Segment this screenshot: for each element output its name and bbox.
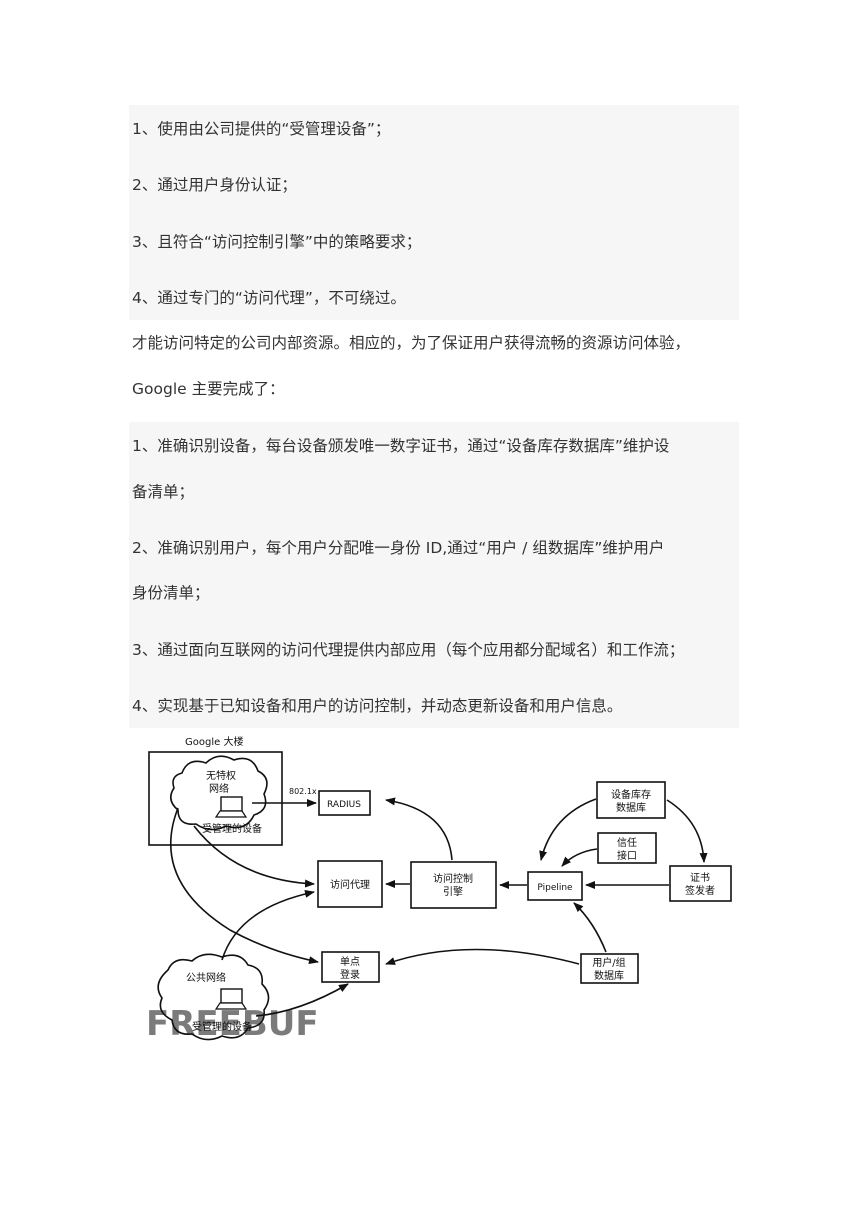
edge-building-device-sso xyxy=(170,807,319,965)
laptop-icon xyxy=(214,796,248,818)
requirement-item-3: 3、且符合“访问控制引擎”中的策略要求； xyxy=(132,233,422,251)
requirement-item-1: 1、使用由公司提供的“受管理设备”； xyxy=(132,120,391,138)
edge-building-device-proxy xyxy=(193,825,315,888)
edge-public-device-proxy xyxy=(221,889,315,961)
accomplishments-block xyxy=(129,422,739,728)
accomplishment-item-3: 3、通过面向互联网的访问代理提供内部应用（每个应用都分配域名）和工作流； xyxy=(132,641,685,659)
trust-interface-label-1: 信任 xyxy=(617,836,637,849)
unprivileged-network-label-1: 无特权 xyxy=(206,769,236,782)
pipeline-label: Pipeline xyxy=(537,883,573,893)
paragraph-line-2: Google 主要完成了： xyxy=(132,380,285,398)
edge-inventory-certissuer xyxy=(666,799,708,863)
radius-label: RADIUS xyxy=(327,800,361,810)
accomplishment-item-2-line-2: 身份清单； xyxy=(132,584,210,602)
sso-label-1: 单点 xyxy=(340,956,360,968)
edge-inventory-pipeline xyxy=(539,798,597,861)
device-inventory-label-1: 设备库存 xyxy=(611,788,651,801)
cert-issuer-box xyxy=(669,865,732,902)
building-label: Google 大楼 xyxy=(185,735,243,748)
accomplishment-item-1-line-1: 1、准确识别设备，每台设备颁发唯一数字证书，通过“设备库存数据库”维护设 xyxy=(132,437,670,455)
paragraph-line-1: 才能访问特定的公司内部资源。相应的，为了保证用户获得流畅的资源访问体验， xyxy=(132,334,691,352)
edge-trust-pipeline xyxy=(561,848,598,867)
radius-box xyxy=(318,790,371,816)
accomplishment-item-4: 4、实现基于已知设备和用户的访问控制，并动态更新设备和用户信息。 xyxy=(132,697,623,715)
trust-interface-label-2: 接口 xyxy=(617,849,637,862)
google-building-frame xyxy=(148,751,283,846)
cert-issuer-label-2: 签发者 xyxy=(685,884,715,897)
access-engine-label-2: 引擎 xyxy=(443,885,463,898)
access-proxy-label: 访问代理 xyxy=(330,878,370,891)
unprivileged-network-label-2: 网络 xyxy=(209,782,229,795)
access-engine-box xyxy=(410,861,497,909)
edge-engine-radius xyxy=(385,797,453,861)
requirement-item-2: 2、通过用户身份认证； xyxy=(132,176,297,194)
public-network-cloud xyxy=(157,953,270,1041)
edge-public-device-sso xyxy=(255,983,349,1017)
user-group-db-label-2: 数据库 xyxy=(594,969,624,982)
requirement-item-4: 4、通过专门的“访问代理”，不可绕过。 xyxy=(132,289,406,307)
cert-issuer-label-1: 证书 xyxy=(690,872,710,884)
protocol-label: 802.1x xyxy=(289,787,317,796)
requirements-block xyxy=(129,105,739,320)
sso-label-2: 登录 xyxy=(340,968,360,981)
managed-device-inside-label: 受管理的设备 xyxy=(202,822,262,835)
user-group-db-box xyxy=(580,953,639,984)
access-proxy-box xyxy=(317,860,383,908)
device-inventory-box xyxy=(596,781,666,819)
managed-device-outside-label: 受管理的设备 xyxy=(192,1020,252,1033)
watermark: FREEBUF xyxy=(146,1004,319,1044)
sso-box xyxy=(321,951,380,983)
public-network-label: 公共网络 xyxy=(186,971,226,984)
user-group-db-label-1: 用户/组 xyxy=(592,956,625,969)
accomplishment-item-2-line-1: 2、准确识别用户，每个用户分配唯一身份 ID,通过“用户 / 组数据库”维护用户 xyxy=(132,539,665,557)
device-inventory-label-2: 数据库 xyxy=(616,801,646,814)
access-engine-label-1: 访问控制 xyxy=(433,872,473,885)
laptop-icon xyxy=(214,988,248,1010)
unprivileged-network-cloud xyxy=(170,755,268,831)
edge-usergroup-pipeline xyxy=(573,902,607,953)
accomplishment-item-1-line-2: 备清单； xyxy=(132,483,195,501)
trust-interface-box xyxy=(597,832,657,864)
pipeline-box xyxy=(527,871,583,901)
edge-usergroup-sso xyxy=(385,948,580,965)
